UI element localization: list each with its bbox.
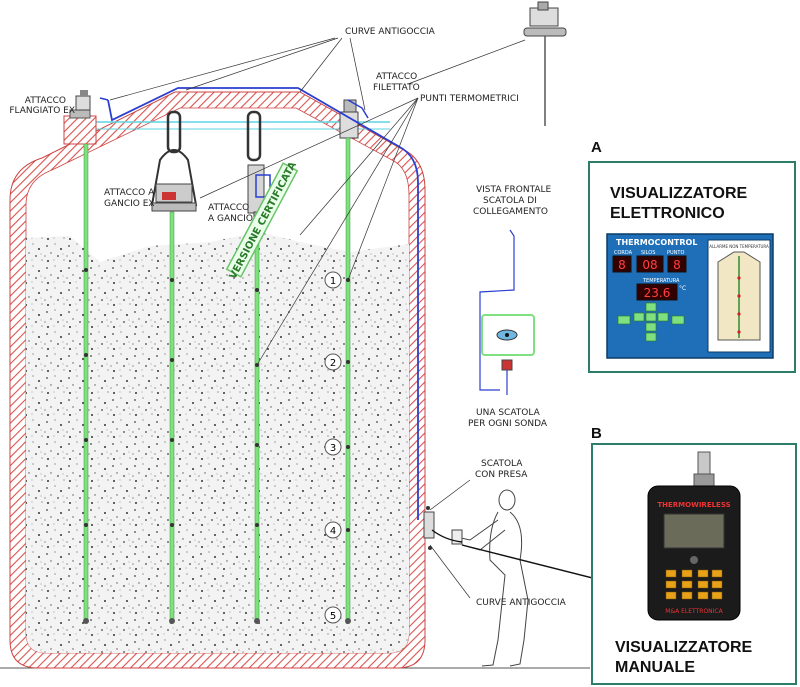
sensor-point-1: 1: [324, 271, 342, 289]
thermocontrol-keypad: [617, 302, 685, 342]
sensor-dots: [84, 268, 350, 532]
sensor-point-3: 3: [324, 438, 342, 456]
flanged-mount-ex: [63, 90, 97, 145]
label-attacco-filettato-2: FILETTATO: [373, 83, 420, 93]
handheld-keypad: [665, 569, 723, 600]
sensor-point-2: 2: [324, 353, 342, 371]
temperature-label: TEMPERATURA: [642, 278, 680, 284]
label-vista-frontale-1: VISTA FRONTALE: [476, 185, 552, 195]
thermowireless-brand: THERMOWIRELESS: [657, 501, 730, 509]
sensor-point-label: 1: [330, 276, 336, 287]
temperature-unit: °C: [679, 285, 686, 292]
col-punto-label: PUNTO: [667, 250, 684, 256]
panel-b-letter: B: [591, 425, 602, 442]
label-una-scatola-2: PER OGNI SONDA: [468, 419, 548, 429]
label-vista-frontale-2: SCATOLA DI: [483, 196, 537, 206]
socket-box: [423, 506, 435, 550]
label-attacco-filettato-1: ATTACCO: [376, 72, 417, 82]
roof-cable: [107, 87, 419, 520]
junction-box-front-view: [479, 229, 535, 395]
panel-a-title-2: ELETTRONICO: [610, 205, 725, 222]
panel-a-title-1: VISUALIZZATORE: [610, 185, 748, 202]
handheld-maker: M&A ELETTRONICA: [665, 608, 723, 615]
panel-b-title-1: VISUALIZZATORE: [615, 639, 753, 656]
label-attacco-gancio-1: ATTACCO: [208, 203, 249, 213]
thermocontrol-brand: THERMOCONTROL: [616, 238, 697, 247]
label-vista-frontale-3: COLLEGAMENTO: [473, 207, 548, 217]
temperature-display: 23.6: [644, 286, 671, 300]
probe-1: [83, 143, 89, 624]
silo-grain-fill: [26, 232, 409, 653]
label-punti-termometrici: PUNTI TERMOMETRICI: [420, 94, 519, 104]
person-illustration: [451, 489, 529, 667]
sensor-head-illustration: [523, 1, 567, 126]
col-corda-label: CORDA: [614, 250, 633, 256]
label-attacco-gancio-ex-1: ATTACCO A: [104, 188, 155, 198]
label-scatola-presa-2: CON PRESA: [475, 470, 528, 480]
label-attacco-flangiato-1: ATTACCO: [25, 96, 66, 106]
panel-b-title-2: MANUALE: [615, 659, 695, 676]
panel-a-electronic-display: VISUALIZZATORE ELETTRONICO THERMOCONTROL…: [588, 161, 796, 373]
label-attacco-gancio-2: A GANCIO: [208, 214, 253, 224]
sensor-point-4: 4: [324, 521, 342, 539]
sensor-point-label: 4: [330, 526, 336, 537]
label-curve-antigoccia-top: CURVE ANTIGOCCIA: [345, 27, 436, 37]
silo-mini-graphic: ALLARME NON TEMPERATURA: [707, 239, 771, 353]
hook-mount-ex: [150, 110, 198, 212]
sensor-point-label: 3: [330, 443, 336, 454]
display-corda: 8: [618, 258, 626, 272]
wireless-icon: [690, 556, 698, 564]
probe-4: [345, 137, 351, 624]
sensor-point-label: 5: [330, 611, 336, 622]
panel-b-manual-display: THERMOWIRELESS M&A ELETTRONICA VISUALIZZ…: [591, 443, 797, 685]
cable-loop: [99, 97, 369, 119]
label-scatola-presa-1: SCATOLA: [481, 459, 523, 469]
leader-lines: [109, 37, 526, 599]
probe-2: [169, 211, 175, 624]
display-punto: 8: [673, 258, 681, 272]
sensor-point-label: 2: [330, 358, 336, 369]
label-attacco-flangiato-2: FLANGIATO EX: [9, 106, 75, 116]
probe-3: [254, 223, 260, 624]
label-attacco-gancio-ex-2: GANCIO EX: [104, 199, 155, 209]
col-silos-label: SILOS: [641, 250, 655, 256]
panel-a-letter: A: [591, 139, 602, 156]
label-curve-antigoccia-bottom: CURVE ANTIGOCCIA: [476, 598, 567, 608]
silo-mini-caption: ALLARME NON TEMPERATURA: [709, 244, 769, 249]
display-silos: 08: [642, 258, 657, 272]
sensor-point-5: 5: [324, 606, 342, 624]
label-una-scatola-1: UNA SCATOLA: [476, 408, 541, 418]
handheld-screen: [663, 513, 725, 549]
